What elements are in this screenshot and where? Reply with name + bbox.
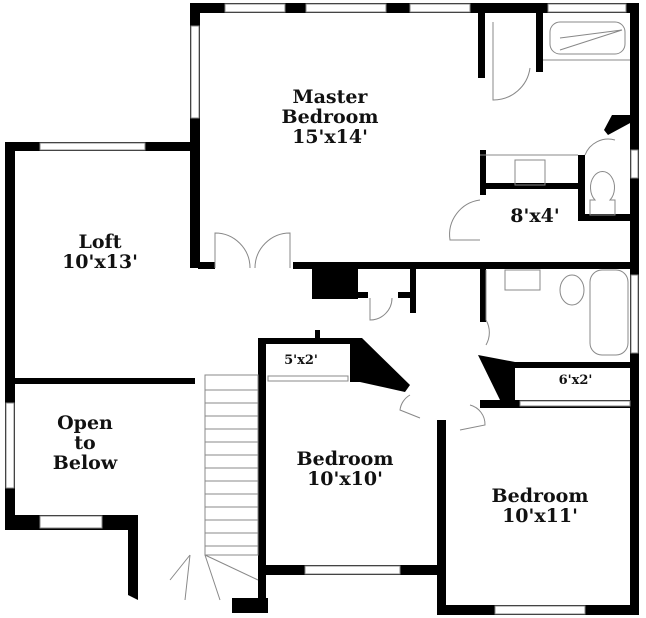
fixtures <box>480 21 630 356</box>
closet-size: 6'x2' <box>558 373 593 388</box>
closet2-label: 5'x2' <box>276 354 326 368</box>
hall-toilet <box>559 274 585 306</box>
open-line-1: Open <box>57 412 113 434</box>
master-sink <box>514 159 546 186</box>
room-name: Bedroom <box>491 485 589 507</box>
closet3-label: 6'x2' <box>548 374 603 388</box>
doors <box>214 22 616 431</box>
room-size: 8'x4' <box>510 205 560 227</box>
closet-size: 5'x2' <box>284 353 318 368</box>
hall-sink <box>504 269 541 291</box>
room-size: 15'x14' <box>292 125 368 148</box>
open-to-below-label: Open to Below <box>30 412 140 474</box>
room-size: 10'x11' <box>502 504 578 527</box>
master-bedroom-label: Master Bedroom 15'x14' <box>265 86 395 148</box>
room-name-2: Bedroom <box>281 105 379 128</box>
bedroom3-label: Bedroom 10'x11' <box>480 485 600 527</box>
master-tub <box>549 21 626 55</box>
open-line-2: to <box>74 431 96 454</box>
open-line-3: Below <box>52 451 118 474</box>
master-toilet <box>589 171 616 216</box>
hall-tub <box>589 269 629 356</box>
bedroom2-label: Bedroom 10'x10' <box>285 448 405 490</box>
windows <box>5 3 639 615</box>
room-name: Master <box>292 86 368 108</box>
loft-label: Loft 10'x13' <box>40 231 160 273</box>
room-name: Loft <box>78 231 122 253</box>
room-size: 10'x13' <box>62 250 138 273</box>
room-size: 10'x10' <box>307 467 383 490</box>
staircase <box>169 374 259 601</box>
bath-hall-label: 8'x4' <box>495 205 575 227</box>
room-name: Bedroom <box>296 448 394 470</box>
